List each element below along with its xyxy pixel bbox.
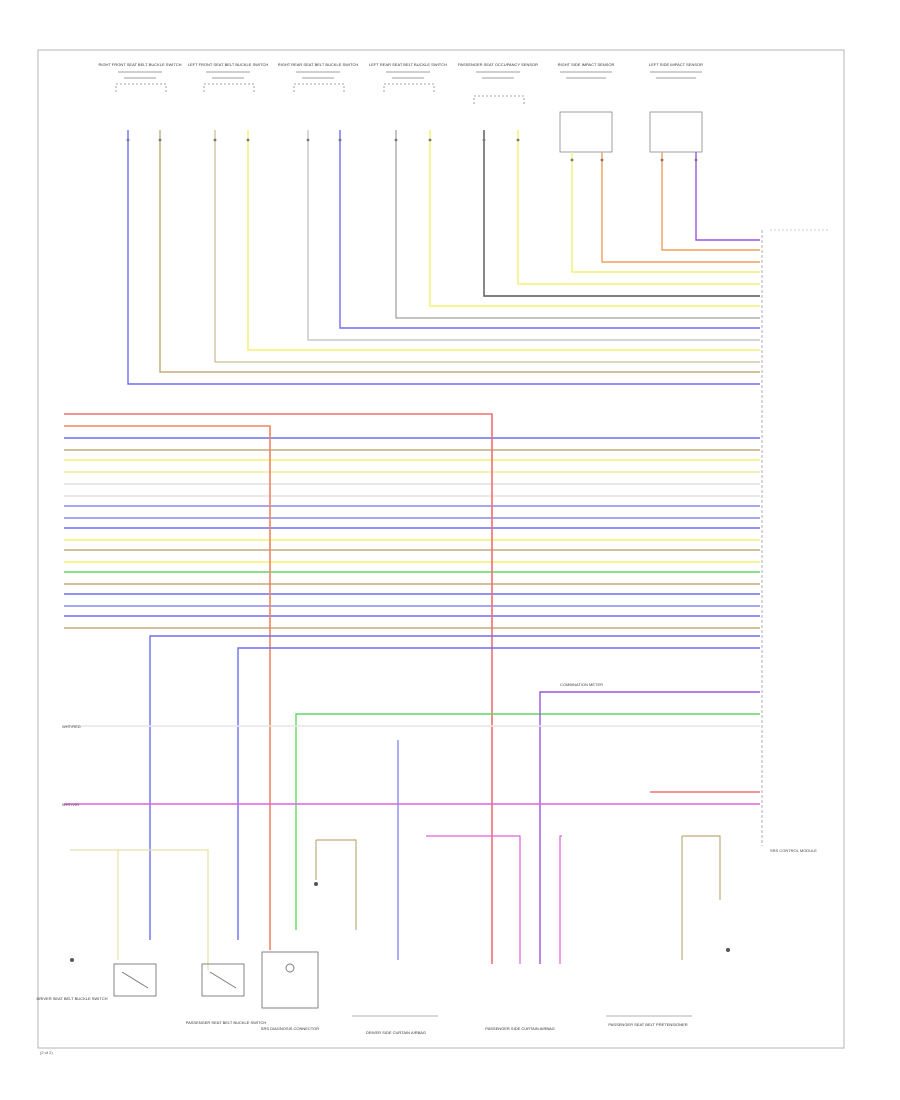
top-component-labels: RIGHT FRONT SEAT BELT BUCKLE SWITCH LEFT… (98, 62, 703, 79)
driver-buckle-switch (113, 963, 157, 997)
left-label-b-top: WHT/RED (62, 724, 81, 729)
page-footer: (2 of 2) (40, 1050, 53, 1055)
diagram-frame (37, 49, 845, 1049)
module-label: SRS CONTROL MODULE (770, 848, 817, 853)
bottom-component-labels: DRIVER SEAT BELT BUCKLE SWITCH PASSENGER… (36, 996, 687, 1035)
module-connector-column (761, 229, 830, 846)
ground-symbols (70, 882, 730, 962)
diagnosis-connector (261, 951, 319, 1009)
passenger-buckle-switch (201, 963, 245, 997)
component-label-6: RIGHT SIDE IMPACT SENSOR (558, 62, 615, 67)
bottom-label-1: DRIVER SEAT BELT BUCKLE SWITCH (36, 996, 107, 1001)
bottom-label-5: PASSENGER SIDE CURTAIN AIRBAG (485, 1026, 555, 1031)
bottom-label-6: PASSENGER SEAT BELT PRETENSIONER (608, 1022, 687, 1027)
component-label-2: LEFT FRONT SEAT BELT BUCKLE SWITCH (188, 62, 269, 67)
top-vertical-wires (127, 130, 760, 385)
connector-note: COMBINATION METER (560, 682, 603, 687)
top-wire-pins (126, 138, 698, 162)
left-label-b-bottom: WHT/VIO (62, 802, 79, 807)
bottom-component-wiring (70, 835, 721, 970)
component-label-5: PASSENGER SEAT OCCUPANCY SENSOR (458, 62, 538, 67)
bottom-label-2: PASSENGER SEAT BELT BUCKLE SWITCH (186, 1020, 267, 1025)
component-label-7: LEFT SIDE IMPACT SENSOR (649, 62, 703, 67)
bottom-label-4: DRIVER SIDE CURTAIN AIRBAG (366, 1030, 426, 1035)
component-label-4: LEFT REAR SEAT BELT BUCKLE SWITCH (369, 62, 447, 67)
lower-feeder-wires (64, 635, 760, 964)
horizontal-bus-wires (64, 437, 760, 629)
component-label-3: RIGHT REAR SEAT BELT BUCKLE SWITCH (278, 62, 359, 67)
component-label-1: RIGHT FRONT SEAT BELT BUCKLE SWITCH (98, 62, 181, 67)
bottom-label-3: SRS DIAGNOSIS CONNECTOR (261, 1026, 319, 1031)
top-component-bodies (115, 83, 703, 153)
red-feeder-wires (64, 413, 493, 964)
